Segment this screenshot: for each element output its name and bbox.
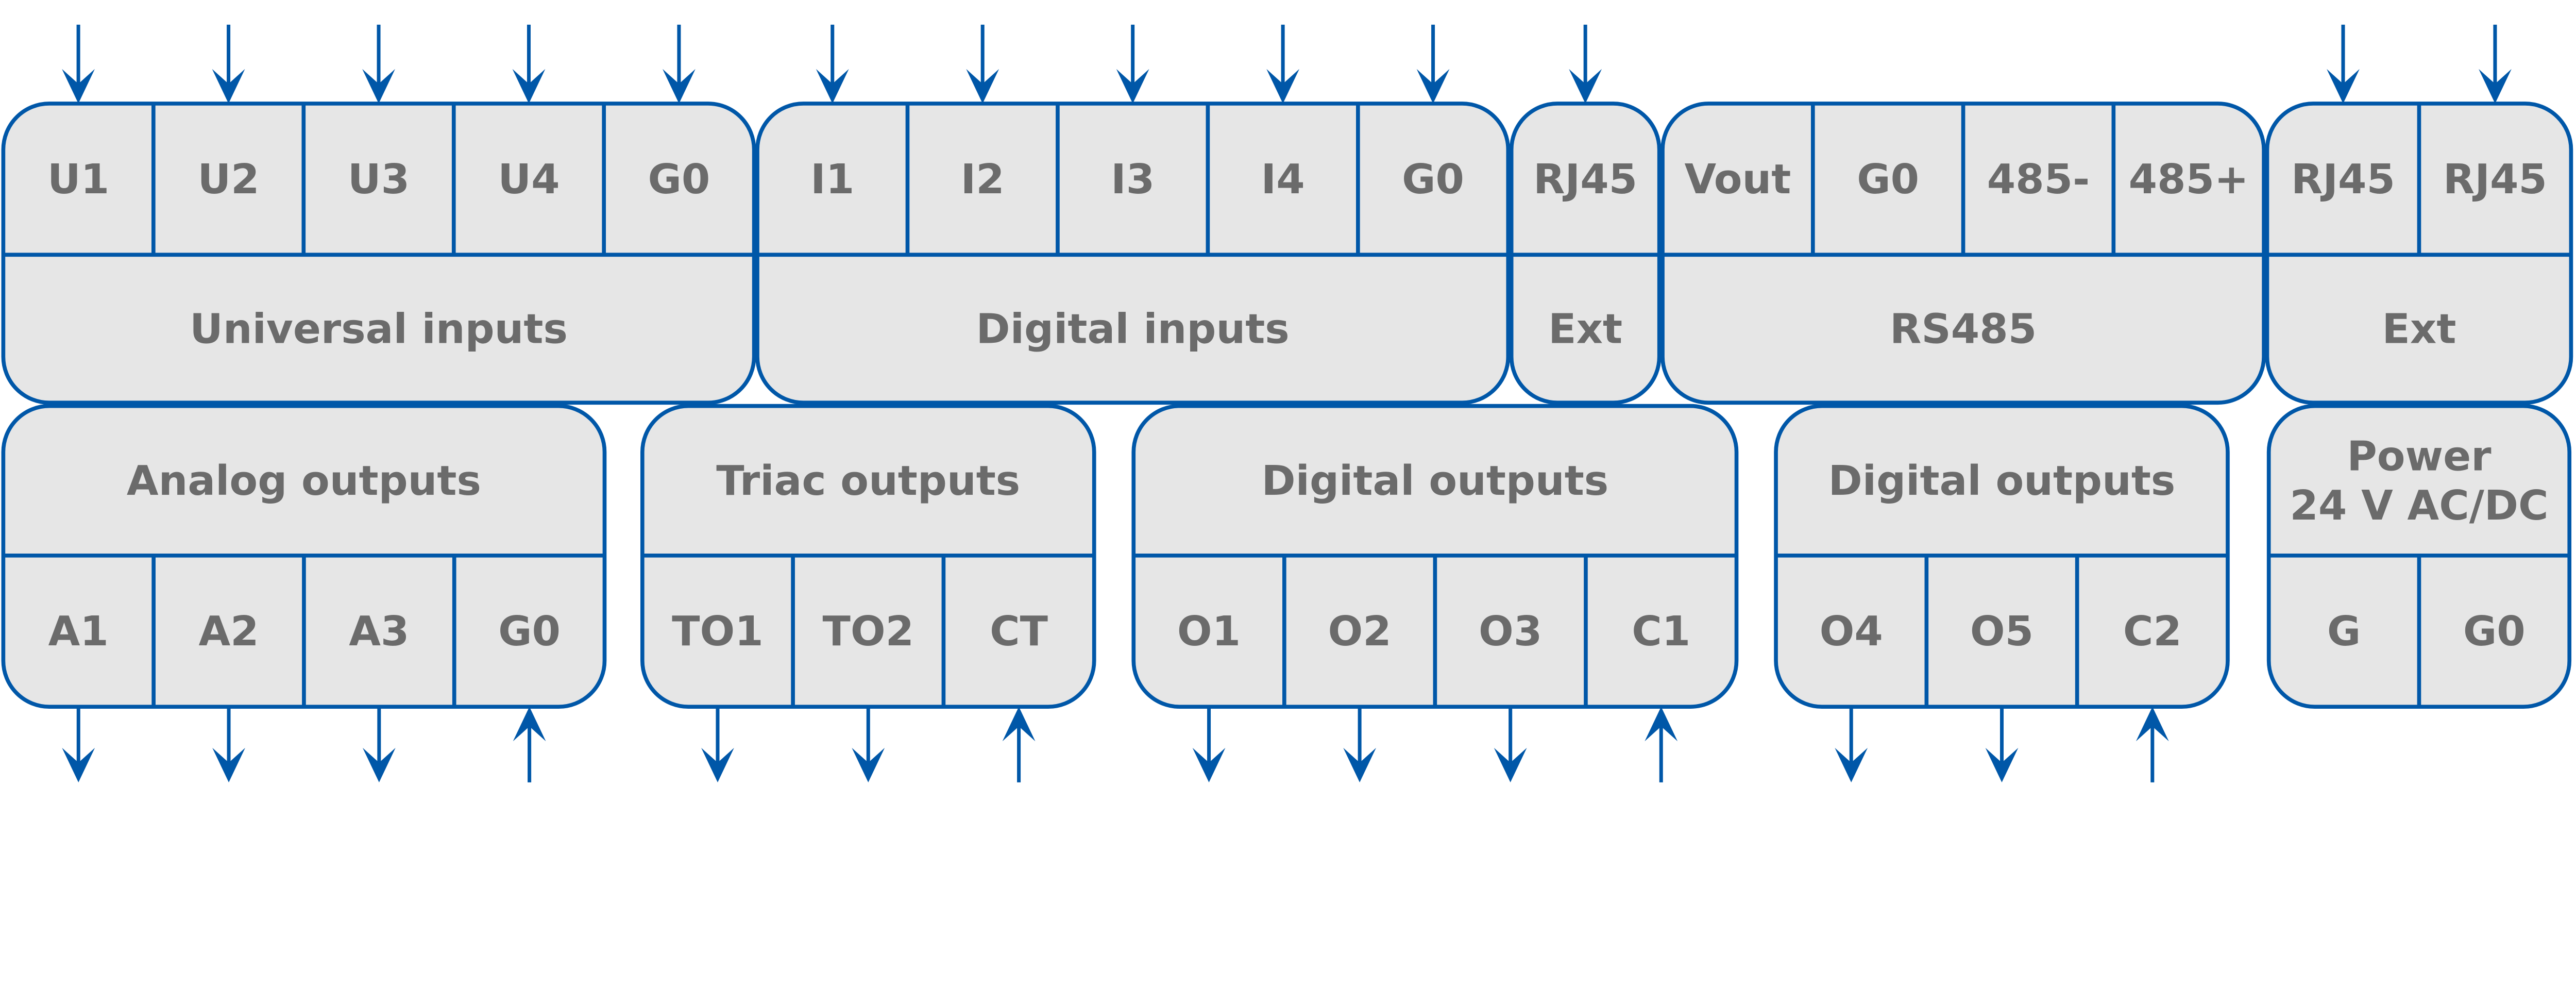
group-label: Analog outputs — [127, 457, 481, 505]
arrow-down-icon — [852, 747, 885, 782]
terminal-label: I2 — [961, 155, 1005, 203]
terminal-group: Ext RJ45 — [1509, 24, 1662, 405]
terminal-label: G — [2327, 607, 2361, 655]
arrow-down-icon — [2327, 69, 2360, 104]
terminal-label: RJ45 — [2443, 155, 2547, 203]
group-label: Digital inputs — [976, 305, 1290, 353]
terminal-label: G0 — [648, 155, 710, 203]
arrow-down-icon — [362, 69, 395, 104]
terminal-label: G0 — [498, 607, 561, 655]
arrow-down-icon — [1835, 747, 1868, 782]
terminal-label: C1 — [1632, 607, 1690, 655]
arrow-down-icon — [701, 747, 734, 782]
terminal-label: TO2 — [822, 607, 914, 655]
group-label: Power — [2347, 432, 2492, 480]
terminal-label: C2 — [2123, 607, 2182, 655]
terminal-group: Digital inputs I1 I2 I3 I4 G0 — [755, 24, 1511, 405]
terminal-label: U4 — [498, 155, 560, 203]
terminal-label: Vout — [1684, 155, 1791, 203]
terminal-label: I3 — [1111, 155, 1155, 203]
terminal-label: CT — [990, 607, 1048, 655]
group-label: RS485 — [1890, 305, 2037, 353]
group-label: Digital outputs — [1828, 457, 2176, 505]
arrow-down-icon — [212, 69, 245, 104]
arrow-down-icon — [1192, 747, 1226, 782]
arrow-down-icon — [816, 69, 849, 104]
arrow-down-icon — [62, 747, 95, 782]
group-label: 24 V AC/DC — [2290, 481, 2548, 529]
arrow-up-icon — [1002, 707, 1036, 742]
terminal-label: I4 — [1261, 155, 1305, 203]
arrow-down-icon — [1343, 747, 1376, 782]
arrow-down-icon — [62, 69, 95, 104]
terminal-label: 485+ — [2129, 155, 2249, 203]
group-label: Digital outputs — [1262, 457, 1609, 505]
terminal-label: RJ45 — [2291, 155, 2395, 203]
terminal-group: Ext RJ45 RJ45 — [2265, 24, 2573, 405]
arrow-down-icon — [362, 747, 396, 782]
terminal-label: G0 — [2463, 607, 2526, 655]
terminal-label: I1 — [810, 155, 854, 203]
arrow-up-icon — [2136, 707, 2169, 742]
terminal-label: O2 — [1328, 607, 1392, 655]
group-label: Triac outputs — [716, 457, 1020, 505]
arrow-down-icon — [1569, 69, 1602, 104]
terminal-label: O1 — [1177, 607, 1241, 655]
arrow-up-icon — [513, 707, 546, 742]
terminal-label: A1 — [48, 607, 109, 655]
terminal-label: TO1 — [672, 607, 764, 655]
group-label: Ext — [1548, 305, 1622, 353]
terminal-label: U3 — [348, 155, 410, 203]
arrow-down-icon — [966, 69, 999, 104]
terminal-group: Universal inputs U1 U2 U3 U4 G0 — [1, 24, 756, 405]
terminal-label: A3 — [349, 607, 409, 655]
terminal-label: U1 — [47, 155, 109, 203]
terminal-label: O3 — [1479, 607, 1542, 655]
terminal-label: O4 — [1820, 607, 1883, 655]
terminal-label: A2 — [198, 607, 259, 655]
terminal-label: RJ45 — [1533, 155, 1637, 203]
arrow-down-icon — [1266, 69, 1300, 104]
arrow-down-icon — [1416, 69, 1450, 104]
arrow-down-icon — [1494, 747, 1527, 782]
arrow-down-icon — [1985, 747, 2019, 782]
arrow-down-icon — [2479, 69, 2512, 104]
terminal-label: G0 — [1402, 155, 1464, 203]
group-label: Ext — [2382, 305, 2456, 353]
group-label: Universal inputs — [190, 305, 568, 353]
arrow-down-icon — [212, 747, 245, 782]
arrow-down-icon — [1116, 69, 1149, 104]
arrow-down-icon — [663, 69, 696, 104]
arrow-down-icon — [512, 69, 546, 104]
terminal-label: O5 — [1970, 607, 2033, 655]
terminal-label: G0 — [1857, 155, 1919, 203]
arrow-up-icon — [1645, 707, 1678, 742]
terminal-label: U2 — [197, 155, 259, 203]
terminal-label: 485- — [1987, 155, 2090, 203]
terminal-group: RS485 Vout G0 485- 485+ — [1660, 102, 2266, 405]
